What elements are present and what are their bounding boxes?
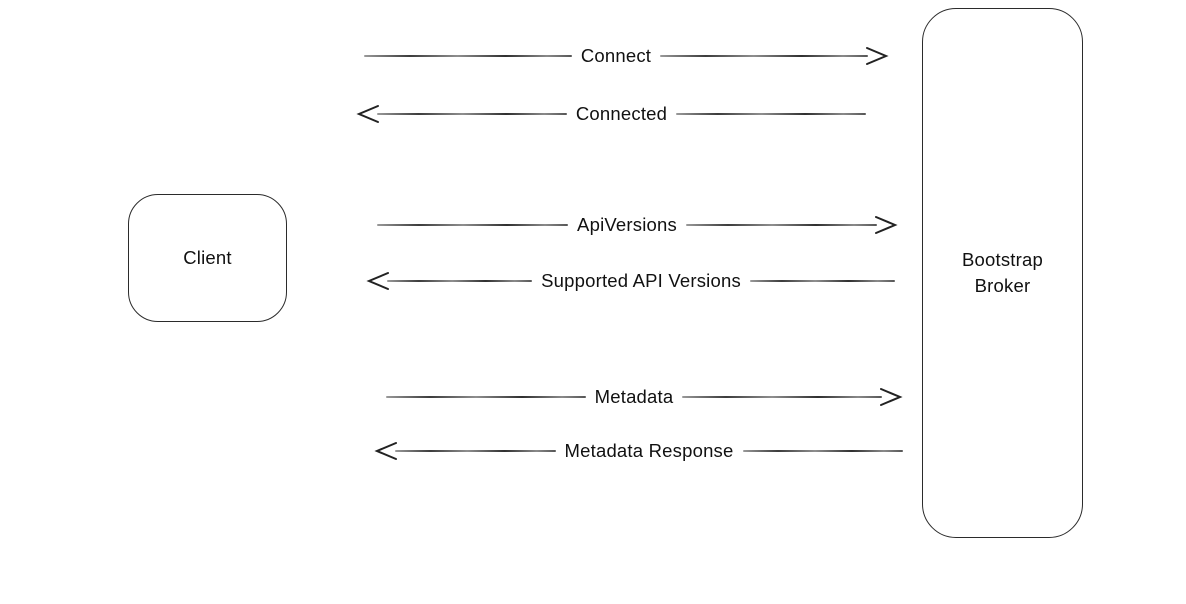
message-arrow-connected: Connected [356, 103, 867, 125]
arrowhead-right-icon [875, 216, 898, 234]
arrow-label: ApiVersions [577, 214, 677, 235]
arrow-line [387, 280, 533, 282]
arrowhead-right-icon [880, 388, 903, 406]
arrow-label: Metadata [594, 386, 674, 407]
arrow-label: Metadata Response [564, 440, 734, 461]
arrowhead-left-icon [356, 105, 379, 123]
arrow-line [364, 55, 572, 57]
message-arrow-supported-api-versions: Supported API Versions [366, 270, 895, 292]
message-arrow-metadata-response: Metadata Response [374, 440, 904, 462]
arrow-line [377, 224, 569, 226]
arrowhead-left-icon [366, 272, 389, 290]
arrow-line [685, 224, 877, 226]
arrow-line [742, 450, 904, 452]
arrow-label: Connect [580, 45, 652, 66]
arrow-line [749, 280, 895, 282]
arrowhead-left-icon [374, 442, 397, 460]
node-client-label: Client [183, 247, 232, 268]
arrow-label: Supported API Versions [541, 270, 741, 291]
message-arrow-connect: Connect [364, 45, 889, 67]
arrow-line [395, 450, 556, 452]
arrow-line [682, 396, 882, 398]
arrow-line [377, 113, 567, 115]
message-arrow-metadata: Metadata [386, 386, 903, 408]
arrowhead-right-icon [866, 47, 889, 65]
node-bootstrap-broker-label: Bootstrap Broker [962, 249, 1043, 296]
arrow-line [660, 55, 868, 57]
arrow-label: Connected [575, 103, 668, 124]
message-arrow-apiversions: ApiVersions [377, 214, 898, 236]
node-client: Client [128, 194, 287, 322]
arrow-line [676, 113, 867, 115]
arrow-line [386, 396, 586, 398]
node-bootstrap-broker: Bootstrap Broker [922, 8, 1083, 538]
